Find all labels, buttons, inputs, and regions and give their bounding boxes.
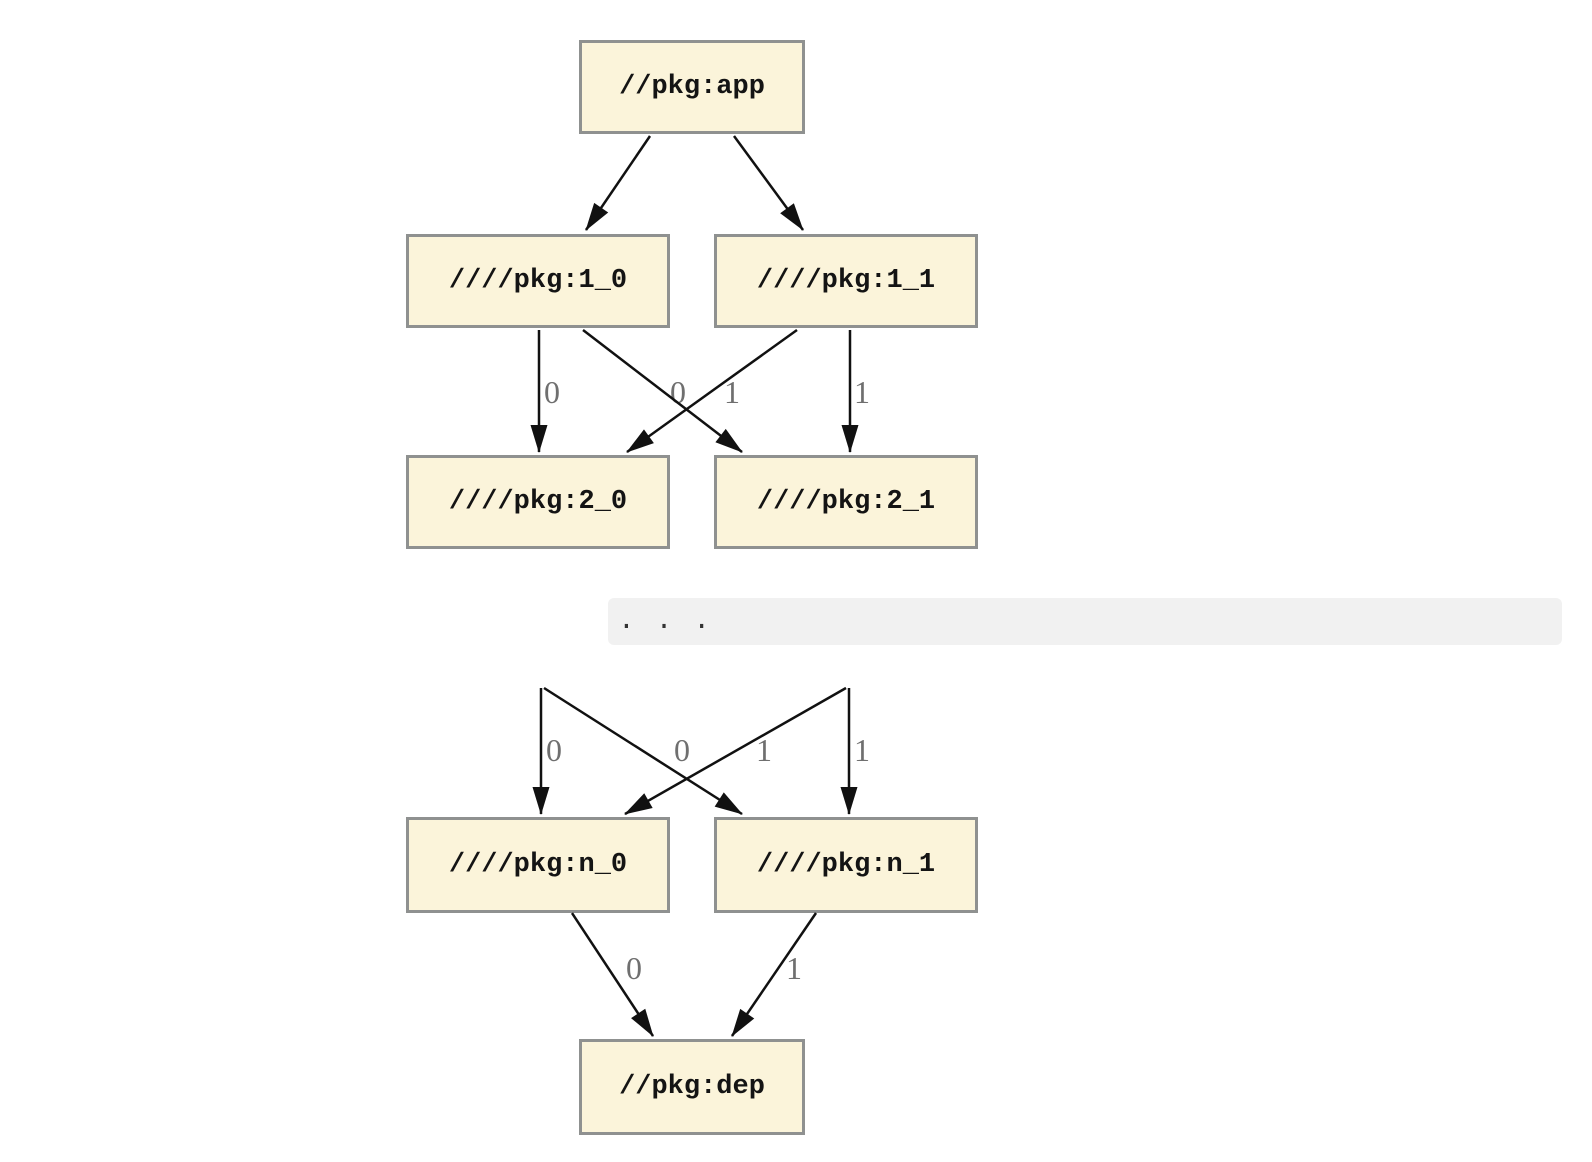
edge-label-1_1-2_1: 1: [854, 374, 870, 410]
edge-1_0-2_1: [582, 329, 743, 453]
edge-label-hidden1-n_0: 0: [674, 732, 690, 768]
edge-hidden1-n_0: [624, 686, 847, 816]
edge-label-n_0-dep: 0: [626, 950, 642, 986]
node-pkg-n_0: ////pkg:n_0: [406, 817, 670, 913]
ellipsis-band: . . .: [608, 598, 1562, 645]
edge-app-1_1: [732, 135, 805, 231]
edge-1_1-2_0: [626, 328, 798, 454]
edge-label-hidden1-n_1: 1: [854, 732, 870, 768]
edge-label-hidden0-n_0: 0: [546, 732, 562, 768]
node-pkg-2_1: ////pkg:2_1: [714, 455, 978, 549]
edge-app-1_0: [584, 135, 652, 231]
edge-label-n_1-dep: 1: [786, 950, 802, 986]
edge-label-1_0-2_0: 0: [544, 374, 560, 410]
edge-n_1-dep: [730, 912, 818, 1037]
node-pkg-dep: //pkg:dep: [579, 1039, 805, 1135]
edge-label-1_1-2_0: 0: [670, 374, 686, 410]
node-pkg-1_1: ////pkg:1_1: [714, 234, 978, 328]
node-pkg-2_0: ////pkg:2_0: [406, 455, 670, 549]
node-pkg-1_0: ////pkg:1_0: [406, 234, 670, 328]
edge-label-hidden0-n_1: 1: [756, 732, 772, 768]
node-pkg-app: //pkg:app: [579, 40, 805, 134]
edge-label-1_0-2_1: 1: [724, 374, 740, 410]
node-pkg-n_1: ////pkg:n_1: [714, 817, 978, 913]
edge-hidden0-n_1: [543, 686, 743, 816]
